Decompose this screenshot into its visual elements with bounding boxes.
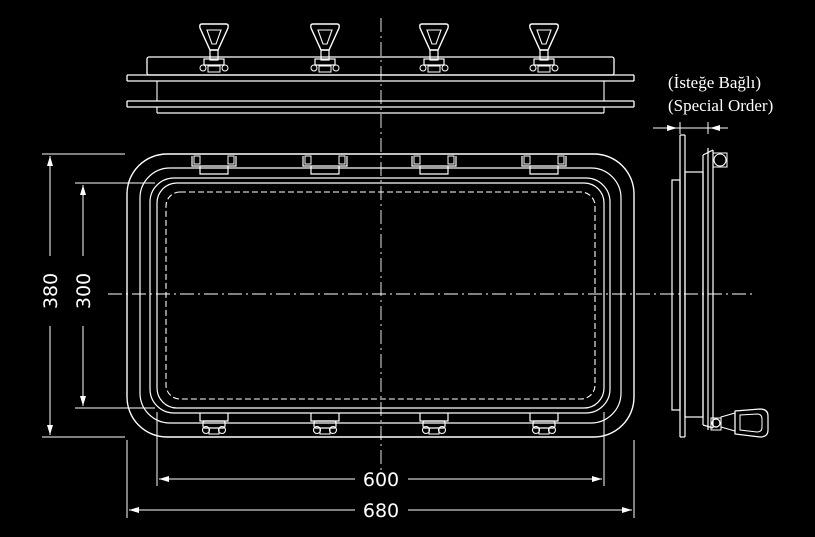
wing-handle-icon [199,23,229,73]
wing-handle-icon [310,23,340,73]
dimension-label-600: 600 [363,469,399,491]
dimension-label-380: 380 [40,273,62,309]
outer-frame [126,153,635,438]
center-lines [108,18,752,470]
dimension-outer-width [126,440,635,518]
dimension-outer-height [42,153,125,438]
note-optional-tr: (İsteğe Bağlı) [668,73,761,92]
top-view [126,56,635,114]
dimension-label-300: 300 [73,273,95,309]
wing-handle-icon [529,23,559,73]
hinge-icon [411,155,457,175]
glass-opening [156,182,605,409]
wing-handle-icon [419,23,449,73]
dimension-inner-width [156,412,605,486]
dimension-label-680: 680 [363,500,399,522]
hinge-icon [521,155,567,175]
dimension-inner-height [75,182,155,409]
side-handle-icon [734,408,769,438]
front-view [126,153,635,438]
side-dimension [653,122,728,134]
hinge-icon [302,155,348,175]
hinge-icon [191,155,237,175]
note-special-order: (Special Order) [668,96,773,115]
side-view [671,134,769,438]
